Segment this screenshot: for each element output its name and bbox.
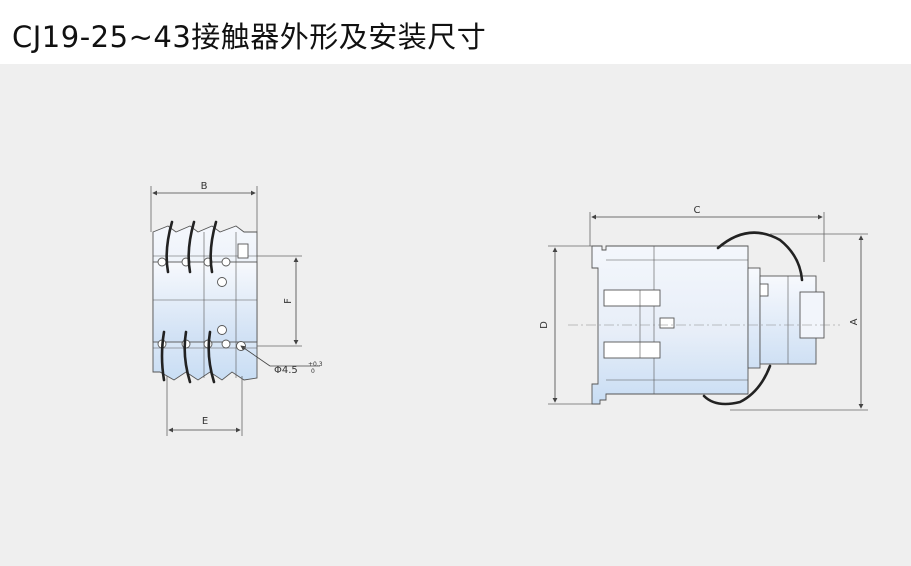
dim-label-f: F bbox=[283, 298, 294, 304]
hole-tolerance-upper: +0.3 bbox=[308, 361, 323, 368]
dim-label-a: A bbox=[849, 318, 860, 325]
dimension-a: A bbox=[730, 233, 868, 411]
side-view-coil-wires bbox=[160, 220, 218, 384]
side-view: B bbox=[150, 181, 323, 436]
dimension-b: B bbox=[150, 181, 258, 232]
dim-label-b: B bbox=[201, 181, 208, 192]
dim-label-e: E bbox=[202, 416, 208, 427]
front-view: C D bbox=[539, 205, 868, 411]
front-view-body bbox=[591, 245, 825, 405]
dimension-c: C bbox=[589, 205, 825, 262]
page-title: CJ19-25~43接触器外形及安装尺寸 bbox=[12, 20, 487, 54]
dimension-d: D bbox=[539, 245, 600, 405]
dim-label-d: D bbox=[539, 321, 550, 329]
dimension-f: F bbox=[257, 255, 302, 347]
dimension-e: E bbox=[166, 376, 243, 436]
hole-diameter-label: Φ4.5 bbox=[274, 365, 298, 376]
dim-label-c: C bbox=[694, 205, 701, 216]
side-view-body bbox=[152, 225, 258, 381]
front-view-coil-wire bbox=[702, 231, 804, 406]
hole-tolerance-lower: 0 bbox=[311, 368, 315, 375]
hole-callout: Φ4.5 +0.3 0 bbox=[240, 345, 323, 376]
